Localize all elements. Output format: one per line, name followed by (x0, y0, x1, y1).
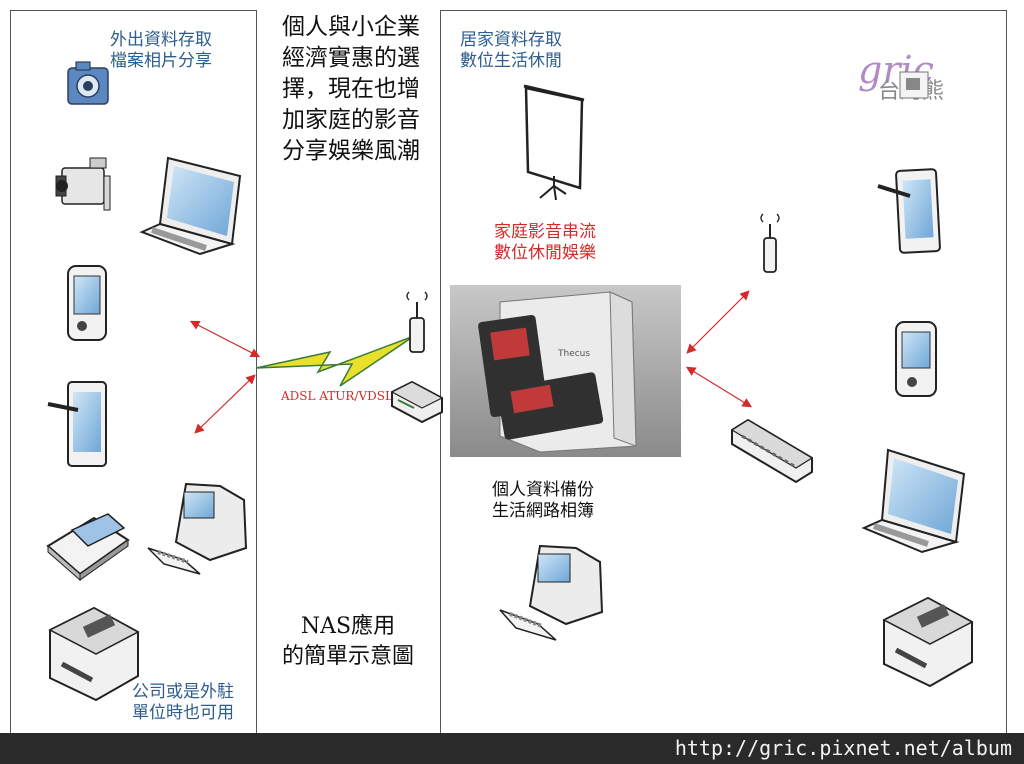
network-switch-icon (730, 418, 814, 484)
footer-bar: http://gric.pixnet.net/album (0, 733, 1024, 764)
nas-server-icon: Thecus (450, 285, 681, 457)
tablet-icon-right (877, 168, 941, 254)
scanner-icon (46, 513, 130, 582)
left-top-text: 外出資料存取 檔案相片分享 (110, 30, 212, 71)
desktop-pc-icon-left (147, 482, 248, 575)
pda-icon-right (895, 321, 937, 397)
camera-icon (67, 61, 109, 105)
center-headline: 個人與小企業 經濟實惠的選 擇，現在也增 加家庭的影音 分享娛樂風潮 (282, 14, 420, 164)
arrow-left-lower (194, 374, 256, 434)
stream-text: 家庭影音串流 數位休閒娛樂 (494, 222, 596, 263)
desktop-pc-icon-center (499, 544, 604, 641)
adsl-label: ADSL ATUR/VDSL (281, 389, 393, 403)
camcorder-icon (55, 157, 111, 211)
projector-screen-icon (523, 84, 585, 201)
pda-icon (67, 265, 107, 341)
laptop-icon-right (861, 448, 966, 554)
arrow-right-lower (685, 366, 753, 408)
lightning-bolt-icon (255, 335, 415, 387)
right-top-text: 居家資料存取 數位生活休閒 (460, 30, 562, 71)
backup-text: 個人資料備份 生活網路相簿 (492, 480, 594, 521)
left-bottom-text: 公司或是外駐 單位時也可用 (132, 682, 234, 723)
printer-icon-left (48, 606, 140, 702)
center-caption: NAS應用 的簡單示意圖 (282, 614, 415, 669)
tablet-icon-left (47, 381, 107, 467)
printer-icon-right (882, 596, 974, 688)
antenna-icon-right (760, 213, 780, 273)
arrow-right-upper (686, 290, 750, 354)
antenna-icon-center (406, 291, 428, 353)
left-panel (10, 10, 257, 734)
laptop-icon-left (139, 156, 242, 256)
nas-brand-label: Thecus (557, 349, 590, 359)
arrow-left-upper (189, 320, 261, 358)
router-icon (390, 380, 444, 424)
watermark-bear-icon (899, 71, 929, 99)
footer-url: http://gric.pixnet.net/album (674, 736, 1012, 760)
